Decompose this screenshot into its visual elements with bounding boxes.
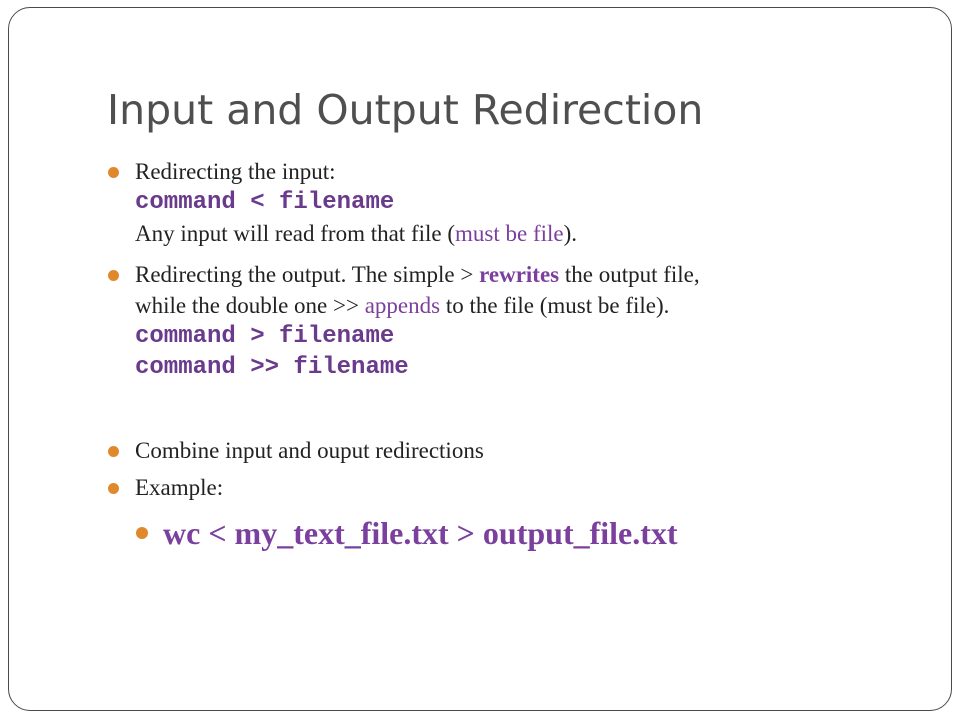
bullet-redirect-input: Redirecting the input: command < filenam… <box>108 156 848 249</box>
code-command-input: command < filename <box>135 189 395 216</box>
slide-frame <box>8 7 952 711</box>
bullet-line-2: while the double one >> appends to the f… <box>135 290 848 321</box>
line2-prefix: while the double one >> <box>135 293 365 318</box>
line1-suffix: the output file, <box>559 262 700 287</box>
code-command-append: command >> filename <box>135 354 409 381</box>
bullet-text: Combine input and ouput redirections <box>135 438 484 463</box>
appends-highlight: appends <box>364 293 441 318</box>
desc-highlight: must be file <box>455 221 564 246</box>
line1-prefix: Redirecting the output. The simple > <box>135 262 480 287</box>
bullet-line-1: Redirecting the output. The simple > rew… <box>135 259 848 290</box>
bullet-text: Example: <box>135 475 224 500</box>
bullet-description: Any input will read from that file (must… <box>135 218 848 249</box>
desc-prefix: Any input will read from that file ( <box>135 221 456 246</box>
example-command: wc < my_text_file.txt > output_file.txt <box>136 511 848 555</box>
desc-suffix: ). <box>563 221 578 246</box>
slide-content: Redirecting the input: command < filenam… <box>108 156 848 555</box>
bullet-redirect-output: Redirecting the output. The simple > rew… <box>108 259 848 383</box>
slide-title: Input and Output Redirection <box>107 86 704 134</box>
code-command-output: command > filename <box>135 323 395 350</box>
bullet-combine: Combine input and ouput redirections <box>108 435 848 466</box>
bullet-example: Example: <box>108 472 848 503</box>
bullet-text: Redirecting the input: <box>135 159 336 184</box>
line2-suffix: to the file (must be file). <box>440 293 670 318</box>
rewrites-highlight: rewrites <box>479 262 560 287</box>
